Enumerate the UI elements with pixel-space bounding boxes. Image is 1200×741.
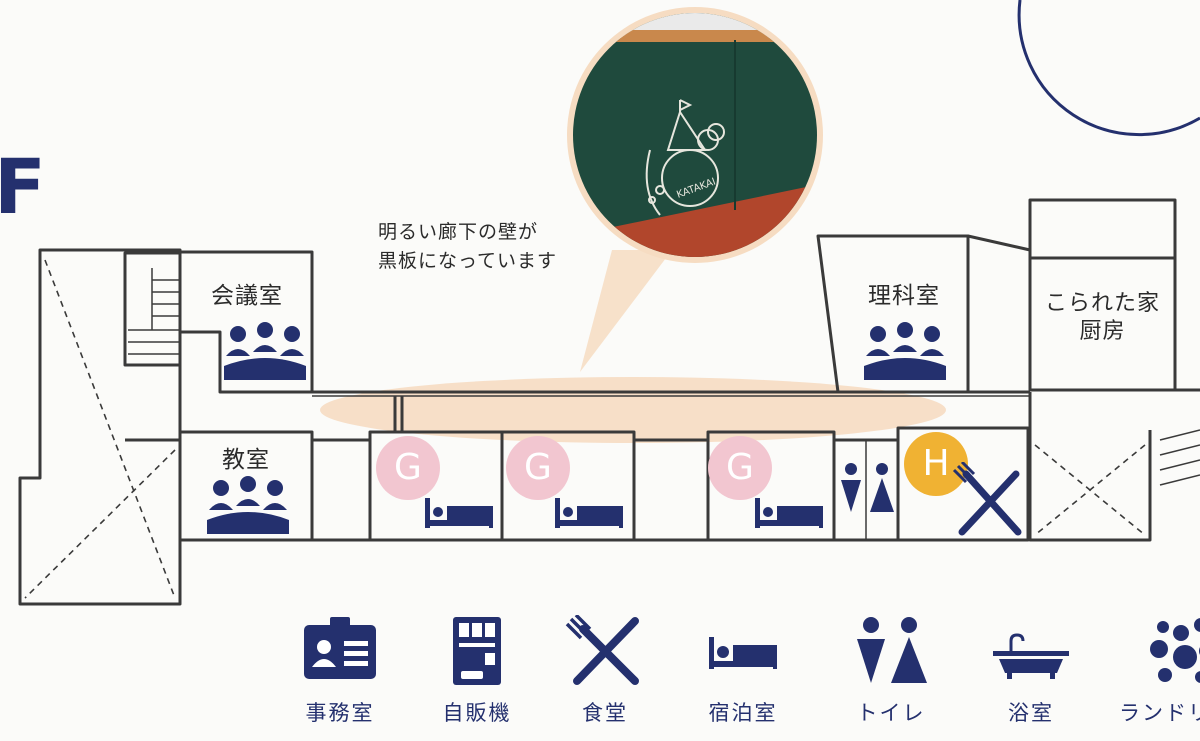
stairs — [128, 268, 1200, 486]
legend-item-lodging: 宿泊室 — [678, 615, 808, 727]
legend-item-laundry: ランドリ — [1100, 615, 1200, 727]
legend-item-restroom: トイレ — [826, 615, 956, 727]
restroom-icon — [841, 463, 894, 512]
decorative-arc — [1017, 0, 1200, 137]
bed-icon — [555, 498, 623, 528]
dining-badge: H — [904, 432, 968, 496]
bed-icon — [755, 498, 823, 528]
bathtub-icon — [993, 633, 1069, 679]
meeting-icon — [224, 322, 306, 380]
kitchen-label: こられた家 厨房 — [1030, 290, 1175, 345]
floor-label: F — [0, 142, 46, 231]
restroom-icon — [857, 617, 927, 683]
legend-label-lodging: 宿泊室 — [708, 701, 778, 725]
kitchen-label-line-2: 厨房 — [1079, 318, 1126, 344]
laundry-icon — [1150, 618, 1200, 683]
callout-line-2: 黒板になっています — [378, 249, 558, 272]
blackboard-photo: KATAKAI — [573, 13, 817, 257]
callout-pointer — [580, 250, 672, 372]
void-markers — [24, 259, 1146, 599]
callout-text: 明るい廊下の壁が 黒板になっています — [378, 218, 557, 275]
classroom-icon — [207, 476, 289, 534]
legend-item-bath: 浴室 — [966, 615, 1096, 727]
kitchen-label-line-1: こられた家 — [1044, 291, 1160, 316]
fork-knife-icon — [565, 615, 639, 685]
guest-room-badge-3: G — [708, 436, 772, 500]
guest-room-badge-1: G — [376, 436, 440, 500]
legend-item-office: 事務室 — [275, 615, 405, 727]
legend-label-vending: 自販機 — [442, 701, 512, 725]
science-room-icon — [864, 322, 946, 380]
vending-machine-icon — [453, 617, 501, 685]
bed-icon — [425, 498, 493, 528]
legend-label-bath: 浴室 — [1008, 701, 1054, 725]
office-icon — [304, 617, 376, 679]
legend-item-dining: 食堂 — [540, 615, 670, 727]
science-room-label: 理科室 — [868, 283, 940, 309]
legend-label-restroom: トイレ — [856, 701, 926, 725]
meeting-room-label: 会議室 — [211, 283, 283, 309]
legend-label-dining: 食堂 — [582, 701, 628, 725]
legend-label-office: 事務室 — [305, 701, 375, 725]
legend-item-vending: 自販機 — [412, 615, 542, 727]
classroom-label: 教室 — [222, 447, 270, 473]
callout-line-1: 明るい廊下の壁が — [378, 221, 539, 243]
guest-room-badge-2: G — [506, 436, 570, 500]
legend-label-laundry: ランドリ — [1119, 701, 1200, 725]
bed-icon — [709, 637, 777, 669]
fork-knife-icon — [952, 462, 1022, 536]
